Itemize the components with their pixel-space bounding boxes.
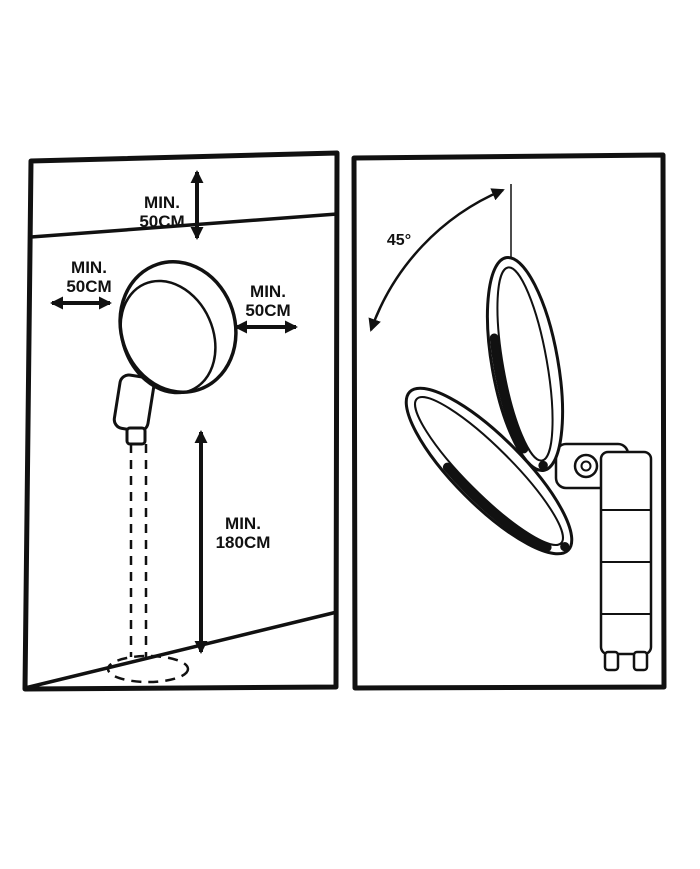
wall-top-edge-line: [30, 212, 338, 239]
right-panel: 45°: [351, 152, 667, 691]
fan-tilted-position-illustration: [404, 386, 574, 556]
pivot-bolt-inner: [580, 460, 592, 472]
top-clearance-label-line2: 50CM: [139, 212, 184, 231]
floor-clearance-label-line1: MIN.: [225, 514, 261, 533]
floor-clearance-label-line2: 180CM: [216, 533, 271, 552]
right-clearance-label-line2: 50CM: [245, 301, 290, 320]
top-clearance-label-line1: MIN.: [144, 193, 180, 212]
right-clearance-label-line1: MIN.: [250, 282, 286, 301]
left-clearance-label-line1: MIN.: [71, 258, 107, 277]
tilt-angle-label: 45°: [387, 232, 411, 249]
tilt-angle-arc-arrow-icon: [368, 188, 505, 332]
left-clearance-label-line2: 50CM: [66, 277, 111, 296]
fan-vertical-position-illustration: [485, 255, 565, 473]
fan-vertical-inner-line: [496, 266, 554, 462]
fan-tilted-inner-line: [414, 396, 564, 546]
fan-head-inner-ring: [119, 279, 217, 395]
wall-bracket-illustration: [554, 442, 653, 672]
fan-vertical-dark-rim: [488, 257, 562, 471]
fan-tilted-dark-rim: [406, 388, 572, 554]
fan-neck: [125, 426, 147, 446]
bracket-foot-right: [632, 650, 649, 672]
left-panel-frame: [22, 150, 340, 692]
pedestal-fan-illustration: [106, 260, 238, 684]
left-panel: MIN. 50CM MIN. 50CM MIN. 50CM MIN. 180CM: [22, 150, 340, 692]
fan-base-dashed-ellipse: [106, 654, 190, 684]
fan-tilted-outline: [404, 386, 574, 556]
bracket-plate: [599, 450, 653, 656]
floor-edge-line: [24, 610, 338, 690]
bracket-foot-left: [603, 650, 620, 672]
